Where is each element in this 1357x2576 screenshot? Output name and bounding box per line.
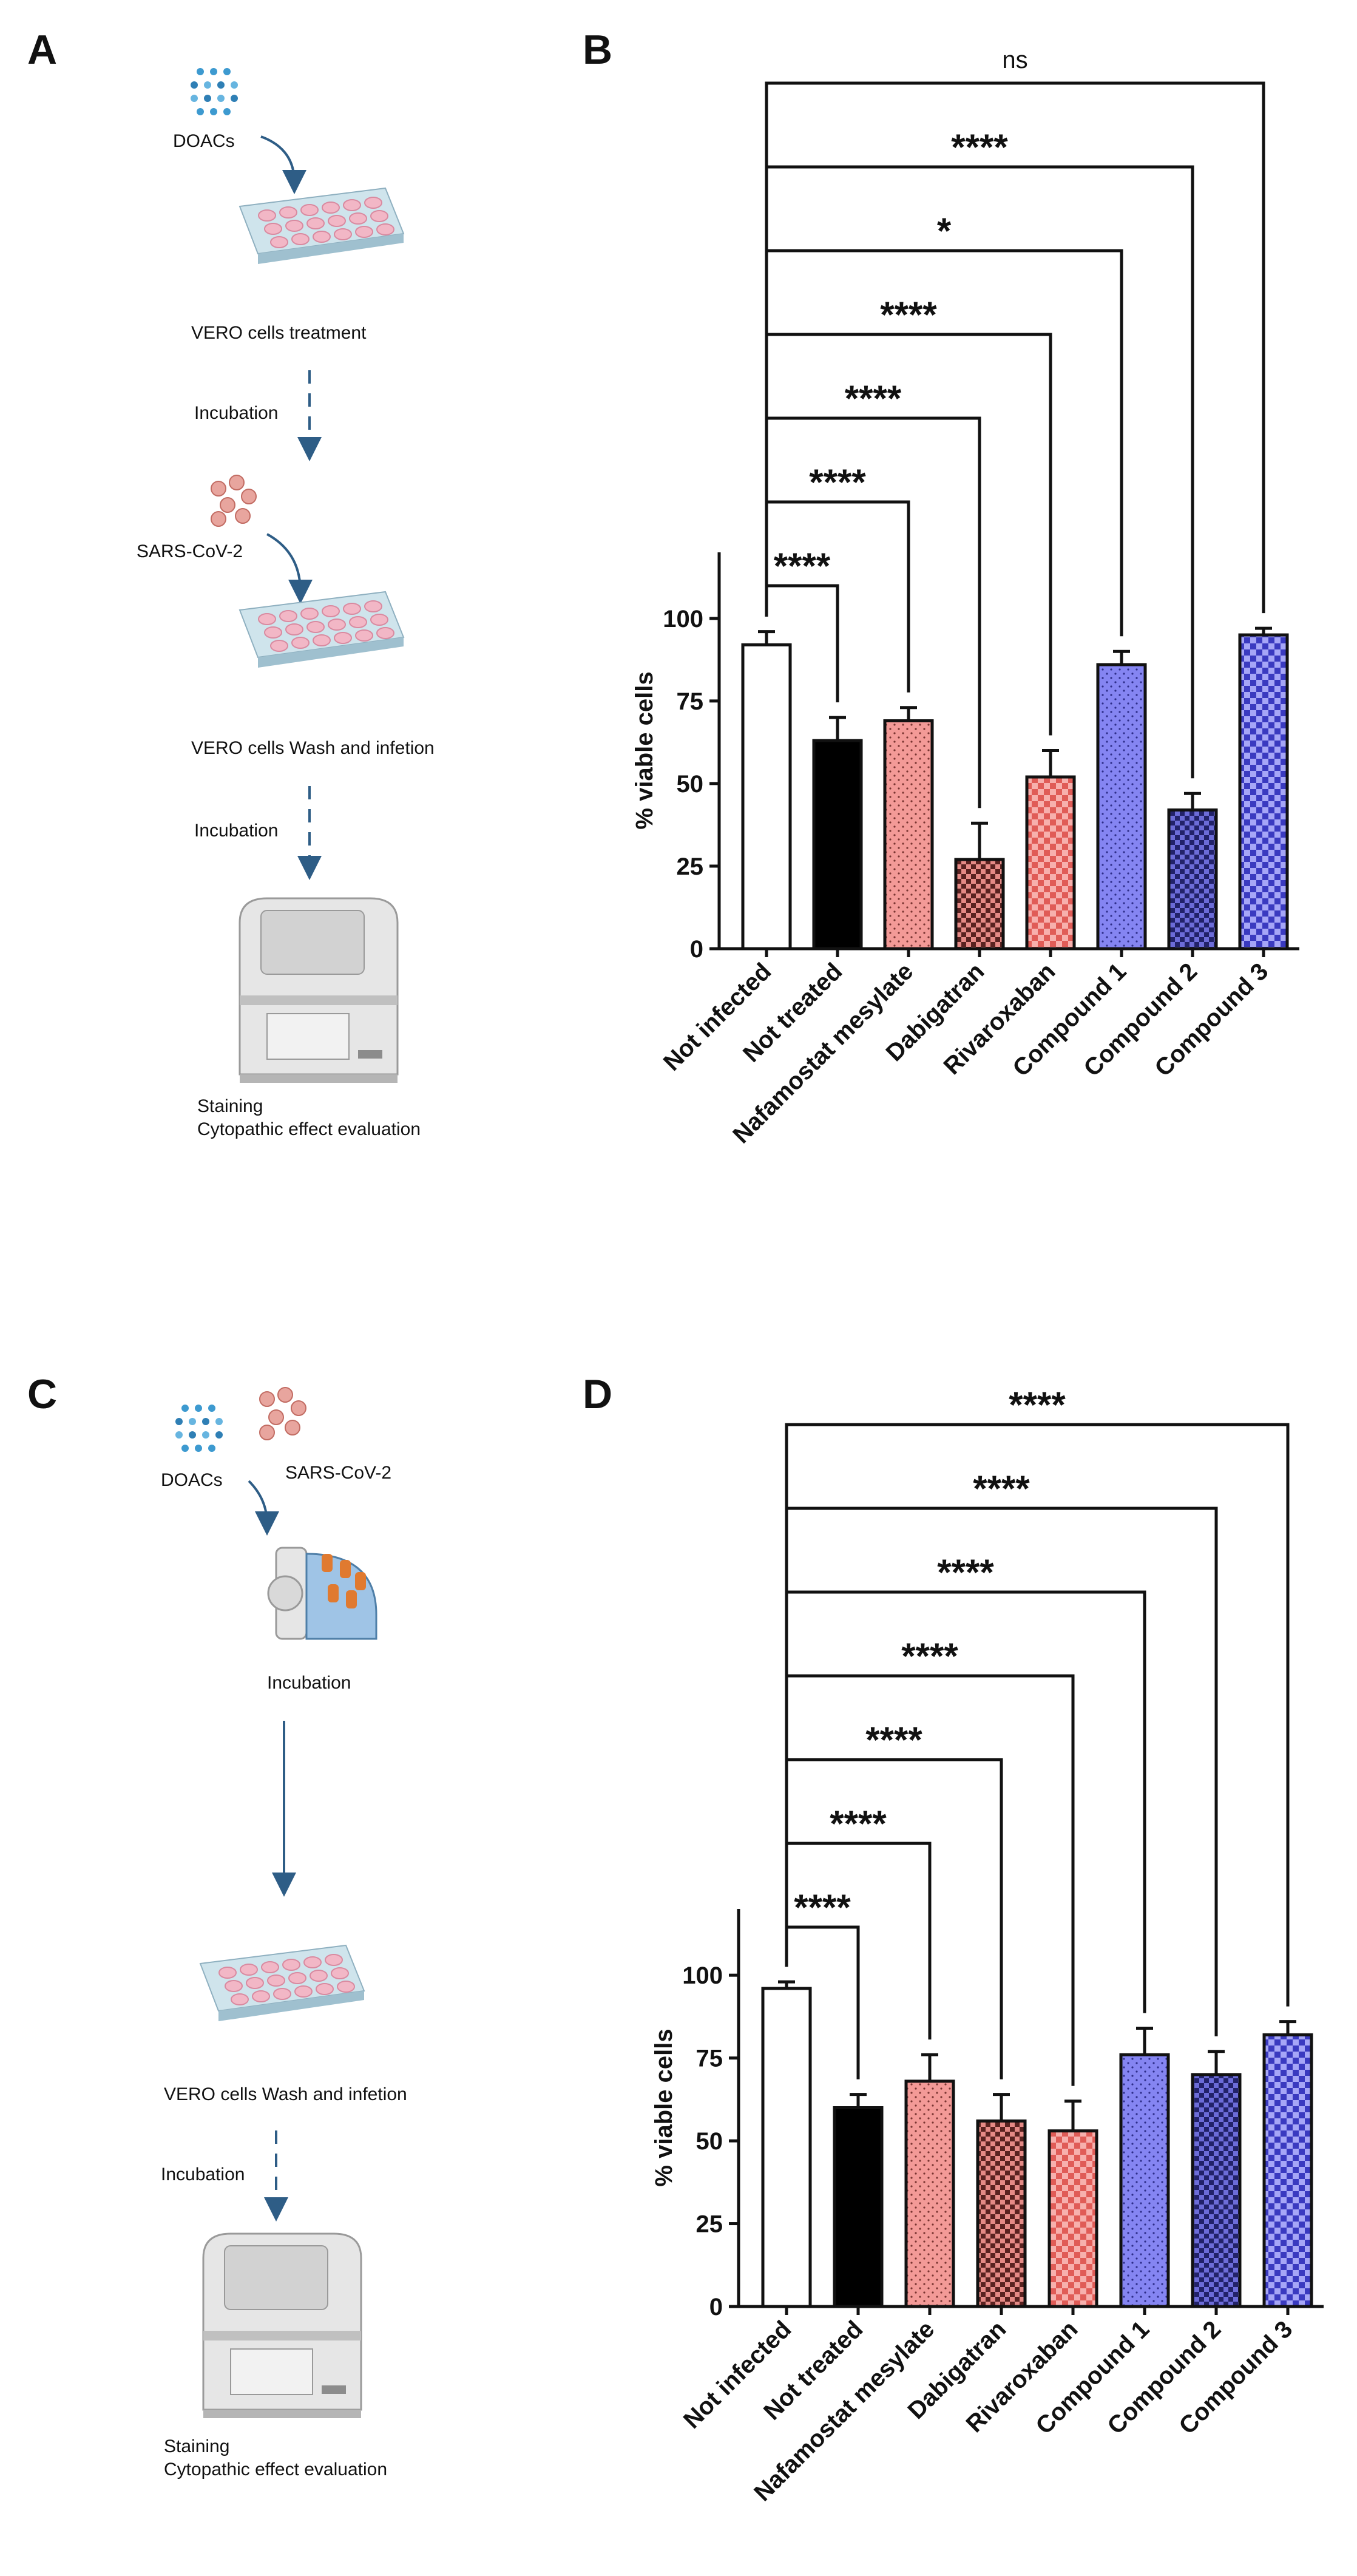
panel-label-a: A (27, 27, 57, 73)
well-plate-icon (199, 1944, 365, 2021)
workflow-c: DOACs SARS-CoV-2 Incubation VERO cells W… (161, 1387, 407, 2479)
significance-label: **** (901, 1636, 958, 1676)
bar (1096, 663, 1147, 951)
y-tick-label: 50 (677, 771, 704, 798)
significance-label: **** (794, 1887, 851, 1928)
y-tick-label: 100 (663, 606, 703, 632)
y-axis-label: % viable cells (631, 671, 658, 829)
y-tick-label: 75 (677, 688, 704, 715)
significance-label: ns (1002, 47, 1027, 73)
bar (741, 643, 792, 951)
curved-arrow-icon (248, 1480, 279, 1536)
panel-label-c: C (27, 1371, 57, 1417)
bar (1025, 775, 1076, 951)
bar (904, 2079, 955, 2308)
step2-label: VERO cells Wash and infetion (191, 738, 435, 758)
significance-label: **** (880, 294, 937, 335)
significance-label: * (937, 211, 952, 251)
significance-label: **** (865, 1720, 922, 1760)
incubation1-label: Incubation (194, 403, 278, 423)
y-tick-label: 75 (696, 2046, 723, 2072)
significance-bracket (765, 81, 1265, 617)
virus-icon (259, 1387, 306, 1440)
staining-label: Staining (197, 1096, 263, 1116)
evaluation-label: Cytopathic effect evaluation (164, 2459, 387, 2479)
y-tick-label: 0 (690, 936, 703, 963)
y-axis-label: % viable cells (651, 2029, 677, 2186)
well-plate-icon (239, 187, 405, 264)
incubation2-label: Incubation (194, 821, 278, 841)
doacs-label: DOACs (161, 1470, 223, 1490)
bar (833, 2106, 884, 2308)
step1-label: VERO cells treatment (191, 323, 367, 343)
panel-label-b: B (583, 27, 612, 73)
y-tick-label: 0 (709, 2294, 723, 2320)
y-tick-label: 50 (696, 2128, 723, 2155)
staining-label: Staining (164, 2436, 229, 2456)
significance-label: **** (1009, 1385, 1066, 1425)
bar (1191, 2073, 1242, 2308)
y-tick-label: 25 (677, 853, 704, 880)
bar (1167, 808, 1218, 951)
curved-arrow-icon (266, 533, 313, 604)
significance-bracket (785, 1423, 1290, 2007)
y-tick-label: 100 (682, 1962, 723, 1989)
significance-label: **** (774, 546, 831, 586)
incubation2-label: Incubation (161, 2164, 245, 2185)
bar (812, 739, 863, 951)
curved-arrow-icon (260, 135, 306, 194)
bar (976, 2119, 1027, 2308)
panel-label-d: D (583, 1371, 612, 1417)
plate-reader-icon (202, 2232, 362, 2418)
significance-label: **** (845, 378, 902, 419)
virus-icon (211, 475, 257, 527)
well-plate-icon (239, 591, 405, 668)
plate-reader-icon (239, 897, 399, 1083)
doacs-label: DOACs (173, 131, 235, 151)
significance-bracket (785, 1590, 1146, 2013)
significance-label: **** (973, 1468, 1030, 1509)
bar (883, 719, 934, 951)
bar (1262, 2033, 1313, 2308)
significance-bracket (765, 416, 981, 808)
rotator-icon (267, 1547, 377, 1640)
bar (761, 1987, 812, 2308)
bar (1047, 2129, 1098, 2308)
bar (954, 858, 1005, 951)
evaluation-label: Cytopathic effect evaluation (197, 1119, 421, 1139)
significance-label: **** (951, 127, 1008, 168)
virus-label: SARS-CoV-2 (285, 1463, 391, 1483)
y-tick-label: 25 (696, 2211, 723, 2238)
doacs-molecules-icon (191, 68, 238, 115)
virus-label: SARS-CoV-2 (137, 541, 243, 561)
significance-label: **** (937, 1552, 994, 1593)
doacs-molecules-icon (175, 1405, 223, 1452)
workflow-a: DOACs VERO cells treatment Incubation SA… (137, 68, 435, 1139)
significance-label: **** (830, 1803, 887, 1844)
bar (1238, 633, 1289, 951)
significance-label: **** (809, 462, 866, 503)
bar (1119, 2053, 1170, 2308)
step2-label: VERO cells Wash and infetion (164, 2084, 407, 2104)
incubation-label: Incubation (267, 1673, 351, 1693)
